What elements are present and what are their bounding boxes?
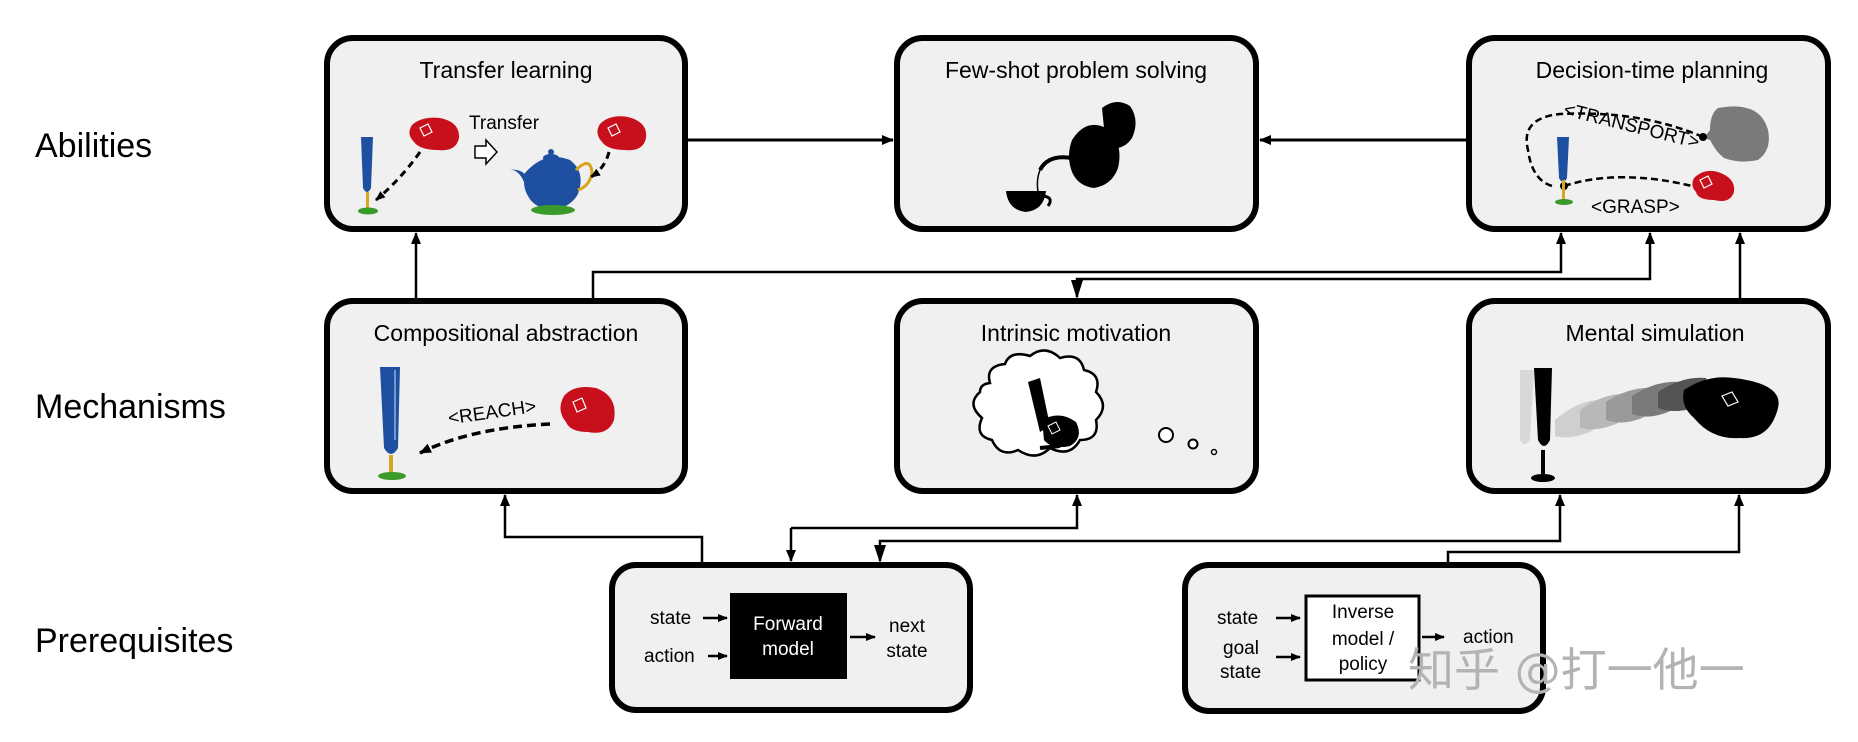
hand-icon — [409, 117, 460, 151]
transfer-arrow-icon — [474, 138, 499, 166]
path-node — [1699, 133, 1707, 141]
forward-input-action: action — [644, 646, 695, 667]
glass-icon — [1555, 137, 1573, 205]
grasp-tag: <GRASP> — [1591, 197, 1680, 218]
forward-model-label-2: model — [762, 639, 814, 660]
arrowhead-into-intrinsic — [1071, 280, 1083, 299]
inverse-model-label-2: model / — [1332, 629, 1395, 650]
inverse-model-block — [1304, 594, 1421, 682]
arrowhead-into-forward — [874, 545, 886, 563]
forward-model-block — [730, 593, 847, 679]
inverse-input-goal-1: goal — [1223, 638, 1259, 659]
transfer-label: Transfer — [469, 113, 540, 134]
hand-icon — [560, 387, 615, 433]
forward-model-label-1: Forward — [753, 614, 823, 635]
transport-path — [1525, 112, 1704, 188]
hand-icon — [1692, 170, 1735, 201]
box-title: Transfer learning — [419, 57, 592, 83]
glass-icon — [378, 367, 406, 480]
dashed-reach-arrow — [419, 422, 551, 455]
arrow-forward-to-intrinsic — [791, 494, 1082, 530]
box-intrinsic-motivation: Intrinsic motivation — [894, 298, 1259, 494]
box-decision-time-planning: Decision-time planning <TRANSPORT> <GRAS… — [1466, 35, 1831, 232]
box-title: Mental simulation — [1566, 320, 1745, 346]
teapot-pouring-icon — [1006, 101, 1136, 212]
inverse-model-label-1: Inverse — [1332, 602, 1394, 623]
box-title: Decision-time planning — [1536, 57, 1769, 83]
inverse-model-label-3: policy — [1339, 654, 1388, 675]
box-compositional-abstraction: Compositional abstraction <REACH> — [324, 298, 688, 494]
hand-icon — [597, 116, 647, 151]
box-title: Intrinsic motivation — [981, 320, 1171, 346]
row-label-abilities: Abilities — [35, 127, 152, 165]
arrow-inverse-to-mental — [1446, 494, 1744, 563]
inverse-input-goal-2: state — [1220, 662, 1261, 683]
box-few-shot-problem-solving: Few-shot problem solving — [894, 35, 1259, 232]
head-silhouette-icon — [1704, 106, 1769, 162]
row-label-prerequisites: Prerequisites — [35, 622, 233, 660]
row-label-mechanisms: Mechanisms — [35, 388, 226, 426]
box-mental-simulation: Mental simulation — [1466, 298, 1831, 494]
watermark: 知乎 @打一他一 — [1408, 643, 1745, 697]
forward-input-state: state — [650, 608, 691, 629]
grasp-path — [1563, 176, 1697, 189]
arrow-forward-to-compositional — [500, 494, 704, 563]
dashed-reach-arrow — [375, 151, 422, 202]
inverse-input-state: state — [1217, 608, 1258, 629]
box-transfer-learning: Transfer learning Transfer — [324, 35, 688, 232]
connectors — [411, 135, 1745, 563]
inverse-output-action: action — [1463, 627, 1514, 648]
box-inverse-model: state goal state Inverse model / policy … — [1182, 562, 1546, 714]
forward-output-line-2: state — [886, 641, 927, 662]
box-title: Compositional abstraction — [374, 320, 639, 346]
box-title: Few-shot problem solving — [945, 57, 1207, 83]
dashed-reach-arrow — [590, 151, 611, 179]
teapot-icon — [508, 149, 594, 215]
glass-icon — [358, 137, 378, 215]
arrow-intrinsic-to-planning — [1075, 232, 1655, 297]
thought-cloud-icon — [972, 349, 1218, 457]
box-forward-model: state action Forward model next state — [609, 562, 973, 713]
forward-output-line-1: next — [889, 616, 926, 637]
arrow-compositional-to-planning — [591, 232, 1566, 299]
motion-trail-icon — [1520, 368, 1779, 482]
